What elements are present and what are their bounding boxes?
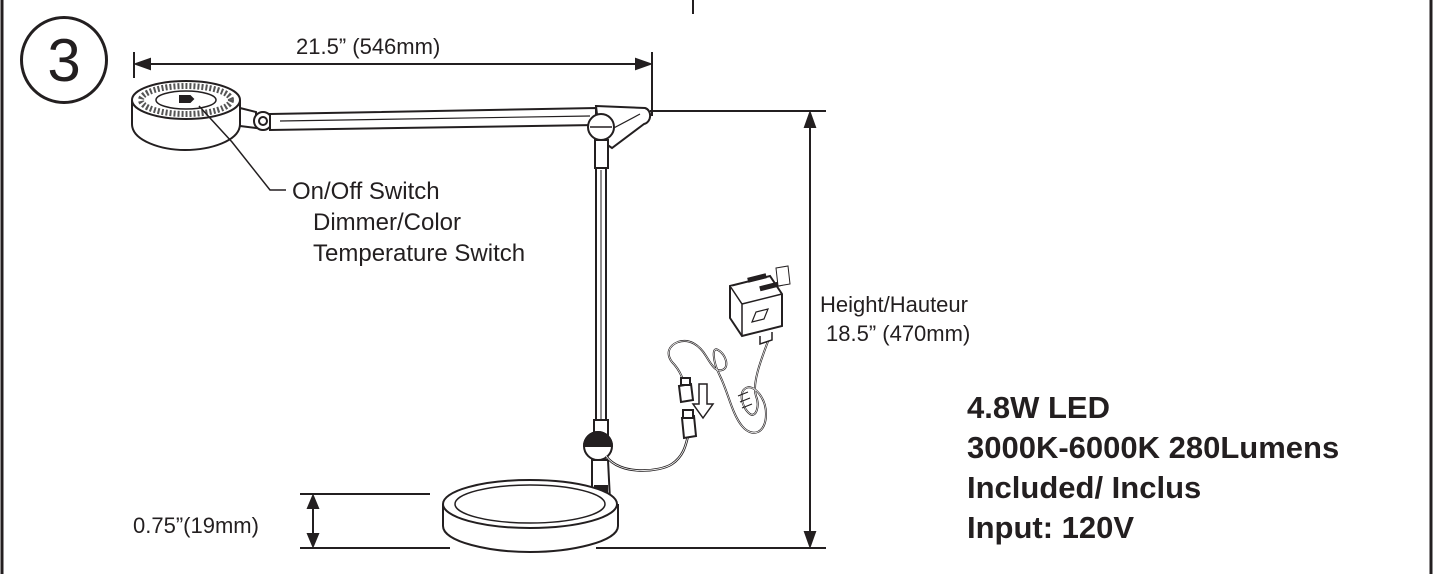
elbow-knob <box>587 113 615 141</box>
switch-callout-line1: On/Off Switch <box>292 178 440 205</box>
spec-wattage: 4.8W LED <box>967 390 1110 425</box>
height-dimension-value: 18.5” (470mm) <box>826 321 971 346</box>
vertical-pole <box>593 139 609 447</box>
height-dimension-line <box>596 110 826 549</box>
spec-input-voltage: Input: 120V <box>967 510 1135 545</box>
lamp-head <box>131 80 241 152</box>
adapter-prongs <box>747 265 791 292</box>
cord-connector <box>680 409 698 440</box>
wall-adapter <box>729 274 783 346</box>
adapter-connector <box>677 377 695 404</box>
lamp-base <box>442 479 619 554</box>
step-number: 3 <box>47 26 81 94</box>
power-cord <box>604 435 690 472</box>
base-height-dimension-label: 0.75”(19mm) <box>133 513 259 538</box>
width-dimension-label: 21.5” (546mm) <box>296 34 441 59</box>
lower-knob <box>582 431 614 461</box>
height-dimension-title: Height/Hauteur <box>820 292 968 317</box>
switch-callout-leader <box>198 105 286 191</box>
step-number-badge: 3 <box>20 16 108 104</box>
head-joint <box>239 106 273 131</box>
spec-color-temperature: 3000K-6000K 280Lumens <box>967 430 1340 465</box>
adapter-cable <box>667 335 771 434</box>
switch-callout-line2: Dimmer/Color <box>313 209 462 236</box>
base-height-dimension-line <box>300 493 450 549</box>
switch-callout-line3: Temperature Switch <box>313 240 526 267</box>
spec-included: Included/ Inclus <box>967 470 1202 505</box>
connect-arrow <box>691 383 715 420</box>
width-dimension-line <box>133 52 653 116</box>
